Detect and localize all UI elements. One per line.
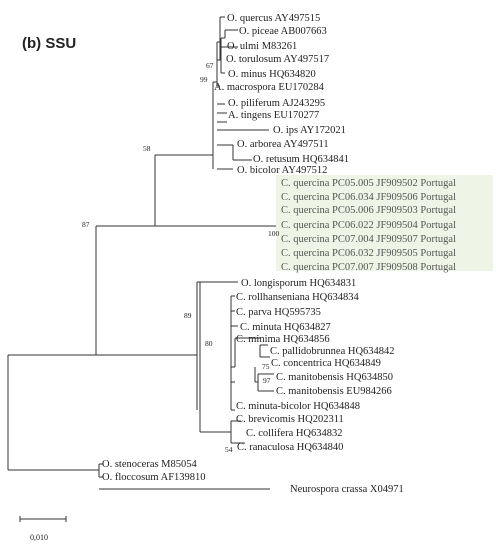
- taxon-label: C. quercina PC05.005 JF909502 Portugal: [281, 178, 456, 189]
- taxon-label: O. piceae AB007663: [239, 26, 327, 37]
- taxon-label: C. quercina PC06.032 JF909505 Portugal: [281, 248, 456, 259]
- bootstrap-value: 87: [82, 220, 90, 229]
- bootstrap-value: 58: [143, 144, 151, 153]
- taxon-label: O. arborea AY497511: [237, 139, 329, 150]
- taxon-label: O. bicolor AY497512: [237, 165, 327, 176]
- taxon-label: C. manitobensis HQ634850: [276, 372, 393, 383]
- bootstrap-value: 67: [206, 61, 214, 70]
- tip-labels: O. quercus AY497515 O. piceae AB007663 O. …: [102, 13, 456, 495]
- c-quercina-clade-highlight: [276, 175, 493, 271]
- bootstrap-value: 75: [262, 362, 270, 371]
- bootstrap-value: 99: [200, 75, 208, 84]
- bootstrap-value: 80: [205, 339, 213, 348]
- taxon-label: C. brevicomis HQ202311: [236, 414, 344, 425]
- taxon-label: O. ulmi M83261: [227, 41, 297, 52]
- taxon-label: O. floccosum AF139810: [102, 472, 206, 483]
- taxon-label: O. minus HQ634820: [228, 69, 316, 80]
- taxon-label: C. concentrica HQ634849: [271, 358, 381, 369]
- taxon-label: Neurospora crassa X04971: [290, 484, 404, 495]
- taxon-label: C. quercina PC07.007 JF909508 Portugal: [281, 262, 456, 273]
- taxon-label: C. minuta-bicolor HQ634848: [236, 401, 360, 412]
- taxon-label: O. ips AY172021: [273, 125, 346, 136]
- taxon-label: C. rollhanseniana HQ634834: [236, 292, 360, 303]
- taxon-label: O. quercus AY497515: [227, 13, 320, 24]
- taxon-label: A. macrospora EU170284: [214, 82, 325, 93]
- bootstrap-labels: 67 99 58 87 100 89 80 75 97 54: [82, 61, 280, 454]
- taxon-label: C. minima HQ634856: [236, 334, 330, 345]
- taxon-label: O. torulosum AY497517: [226, 54, 329, 65]
- bootstrap-value: 100: [268, 229, 280, 238]
- taxon-label: O. longisporum HQ634831: [241, 278, 356, 289]
- bootstrap-value: 89: [184, 311, 192, 320]
- panel-title: (b) SSU: [22, 35, 76, 52]
- taxon-label: C. quercina PC05.006 JF909503 Portugal: [281, 205, 456, 216]
- tree-branches: [7, 16, 276, 490]
- taxon-label: O. piliferum AJ243295: [228, 98, 325, 109]
- taxon-label: O. stenoceras M85054: [102, 459, 198, 470]
- scale-bar-label: 0,010: [30, 533, 48, 542]
- taxon-label: C. pallidobrunnea HQ634842: [270, 346, 395, 357]
- taxon-label: C. ranaculosa HQ634840: [237, 442, 343, 453]
- taxon-label: C. quercina PC06.022 JF909504 Portugal: [281, 220, 456, 231]
- taxon-label: A. tingens EU170277: [228, 110, 319, 121]
- bootstrap-value: 54: [225, 445, 233, 454]
- taxon-label: C. parva HQ595735: [236, 307, 321, 318]
- taxon-label: C. collifera HQ634832: [246, 428, 343, 439]
- taxon-label: C. minuta HQ634827: [240, 322, 331, 333]
- taxon-label: C. manitobensis EU984266: [276, 386, 392, 397]
- taxon-label: C. quercina PC06.034 JF909506 Portugal: [281, 192, 456, 203]
- taxon-label: C. quercina PC07.004 JF909507 Portugal: [281, 234, 456, 245]
- bootstrap-value: 97: [263, 376, 271, 385]
- taxon-label: O. retusum HQ634841: [253, 154, 349, 165]
